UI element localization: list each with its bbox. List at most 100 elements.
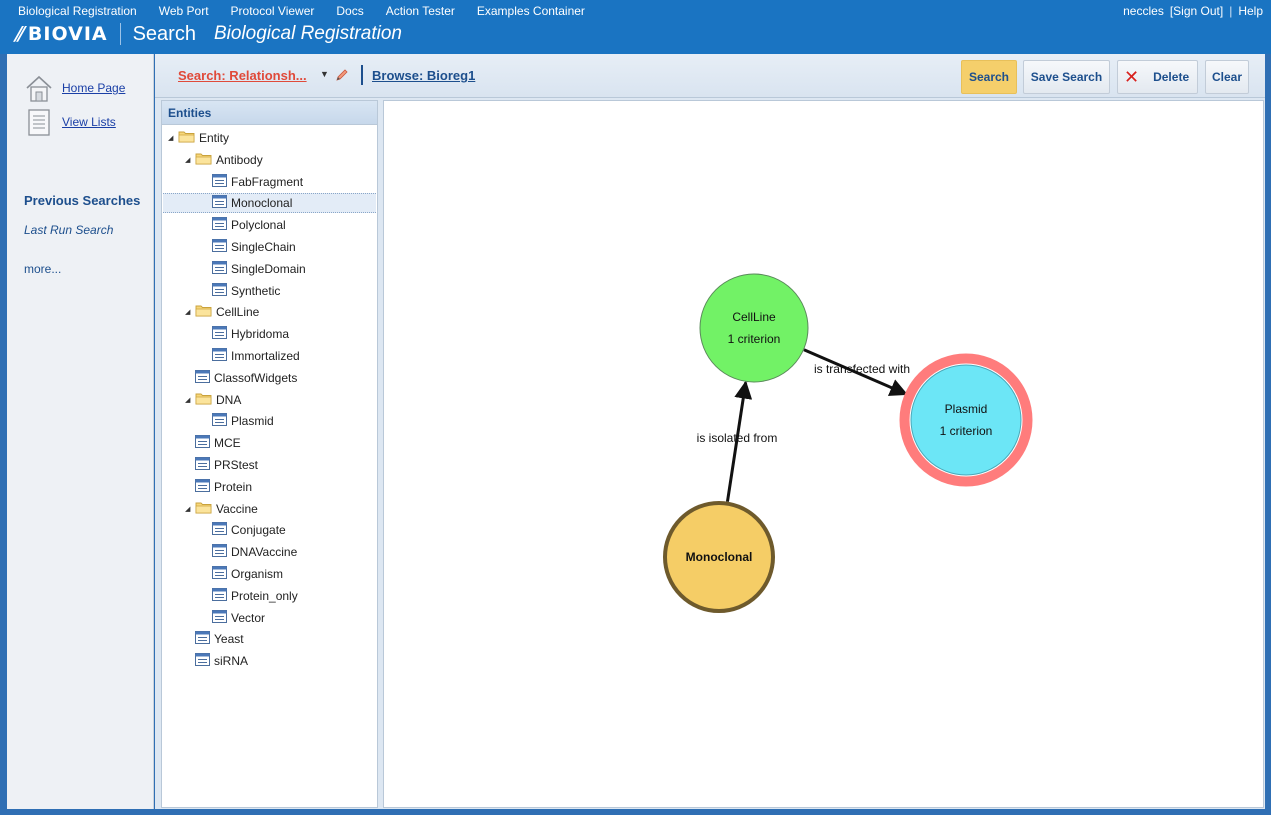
tree-node-label: Synthetic: [231, 283, 281, 298]
relationship-edge[interactable]: [803, 348, 909, 396]
nav-biological-registration[interactable]: Biological Registration: [18, 4, 137, 18]
help-link[interactable]: Help: [1238, 4, 1263, 18]
tree-node-label: DNA: [216, 392, 242, 407]
tree-entity-node[interactable]: MCE: [185, 433, 241, 453]
delete-button[interactable]: ✕ Delete: [1117, 60, 1198, 94]
tree-folder-node[interactable]: ◢CellLine: [185, 302, 259, 322]
entity-node-plasmid[interactable]: [910, 364, 1022, 476]
tree-entity-node[interactable]: Plasmid: [202, 411, 274, 431]
node-criterion-label: 1 criterion: [939, 424, 993, 438]
tree-entity-node[interactable]: Hybridoma: [202, 324, 289, 344]
tree-entity-node[interactable]: Synthetic: [202, 281, 280, 301]
list-icon: [28, 109, 50, 136]
search-dropdown-icon[interactable]: ▼: [320, 69, 329, 79]
tree-entity-node[interactable]: Immortalized: [202, 346, 300, 366]
relationship-edge[interactable]: [725, 380, 753, 502]
tree-entity-node[interactable]: Protein_only: [202, 586, 298, 606]
search-name-link[interactable]: Search: Relationsh...: [178, 68, 307, 83]
tree-node-label: siRNA: [214, 654, 249, 669]
entity-icon: [212, 544, 231, 560]
tree-entity-node[interactable]: Polyclonal: [202, 215, 286, 235]
tree-node-label: Hybridoma: [231, 327, 290, 342]
node-name-label: CellLine: [732, 310, 776, 324]
tree-folder-node[interactable]: ◢ DNA: [185, 390, 241, 410]
node-name-label: Plasmid: [944, 402, 988, 416]
nav-protocol-viewer[interactable]: Protocol Viewer: [230, 4, 315, 18]
tree-entity-node[interactable]: SingleDomain: [202, 259, 306, 279]
tree-entity-node[interactable]: PRStest: [185, 455, 258, 475]
expand-triangle-icon[interactable]: ◢: [168, 135, 174, 142]
delete-button-label: Delete: [1153, 70, 1190, 84]
expand-triangle-icon[interactable]: ◢: [185, 505, 191, 513]
edit-pencil-icon[interactable]: [335, 68, 349, 82]
tree-entity-node[interactable]: Organism: [202, 564, 283, 584]
entity-icon: [195, 457, 214, 473]
node-highlight-ring: [899, 353, 1033, 487]
tree-entity-node[interactable]: FabFragment: [202, 172, 303, 192]
save-search-button[interactable]: Save Search: [1023, 60, 1110, 94]
tree-node-label: Organism: [231, 567, 284, 581]
tree-node-label: Protein_only: [231, 588, 298, 603]
tree-entity-node[interactable]: Conjugate: [202, 520, 286, 540]
entity-icon: [212, 348, 231, 364]
tree-entity-node[interactable]: Protein: [185, 477, 252, 497]
tree-node-label: FabFragment: [231, 174, 304, 189]
home-link-row[interactable]: Home Page: [24, 73, 125, 103]
tree-entity-node[interactable]: ClassofWidgets: [185, 368, 297, 388]
main-panel: Search: Relationsh... ▼ Browse: Bioreg1 …: [155, 54, 1265, 809]
entity-icon: [212, 282, 231, 299]
entity-icon: [212, 522, 231, 538]
last-run-search-link[interactable]: Last Run Search: [24, 223, 114, 237]
tree-entity-node[interactable]: Vector: [202, 608, 265, 628]
nav-action-tester[interactable]: Action Tester: [385, 4, 455, 18]
nav-web-port[interactable]: Web Port: [158, 4, 209, 18]
entity-icon: [212, 260, 231, 277]
entity-icon: [195, 631, 214, 647]
view-lists-row[interactable]: View Lists: [24, 107, 116, 137]
search-button[interactable]: Search: [961, 60, 1017, 94]
tree-node-label: ClassofWidgets: [214, 370, 298, 385]
entity-icon: [212, 217, 231, 233]
entity-icon: [212, 326, 231, 342]
entity-node-cellline[interactable]: [699, 273, 809, 383]
nav-docs[interactable]: Docs: [336, 4, 364, 18]
view-lists-link[interactable]: View Lists: [62, 115, 116, 129]
more-link[interactable]: more...: [24, 262, 62, 276]
relationship-graph: [663, 273, 1033, 613]
tree-node-label: Conjugate: [231, 523, 286, 538]
previous-searches-heading: Previous Searches: [24, 193, 141, 208]
folder-icon: [195, 152, 216, 168]
tree-entity-node[interactable]: siRNA: [185, 651, 248, 671]
tree-entity-node[interactable]: Monoclonal: [163, 193, 376, 214]
entity-node-monoclonal[interactable]: [663, 501, 775, 613]
nav-examples-container[interactable]: Examples Container: [476, 4, 585, 18]
delete-x-icon: ✕: [1124, 66, 1140, 87]
tree-entity-node[interactable]: Yeast: [185, 629, 244, 649]
user-divider: |: [1229, 4, 1233, 18]
tree-entity-node[interactable]: DNAVaccine: [202, 542, 297, 562]
entity-icon: [195, 369, 214, 386]
folder-icon: [178, 130, 199, 146]
clear-button[interactable]: Clear: [1205, 60, 1249, 94]
tree-folder-node[interactable]: ◢Antibody: [185, 150, 263, 170]
tree-entity-node[interactable]: SingleChain: [202, 237, 296, 257]
tree-node-label: PRStest: [214, 458, 259, 472]
expand-triangle-icon[interactable]: ◢: [185, 156, 191, 164]
user-name: neccles: [1123, 4, 1164, 18]
home-page-link[interactable]: Home Page: [62, 81, 126, 95]
tree-node-label: Vaccine: [216, 501, 258, 516]
expand-triangle-icon[interactable]: ◢: [185, 309, 191, 317]
browse-link[interactable]: Browse: Bioreg1: [372, 68, 476, 83]
home-icon: [26, 75, 52, 102]
toolbar-divider: [361, 65, 363, 85]
tree-node-label: DNAVaccine: [231, 545, 298, 560]
tree-folder-node[interactable]: ◢Entity: [168, 128, 229, 148]
folder-icon: [195, 501, 216, 517]
node-name-label: Monoclonal: [685, 550, 753, 564]
sign-out-link[interactable]: [Sign Out]: [1169, 4, 1224, 18]
expand-triangle-icon[interactable]: ◢: [185, 396, 191, 404]
ds-logo-icon: ⫽: [14, 22, 24, 46]
tree-folder-node[interactable]: ◢ Vaccine: [185, 499, 258, 519]
